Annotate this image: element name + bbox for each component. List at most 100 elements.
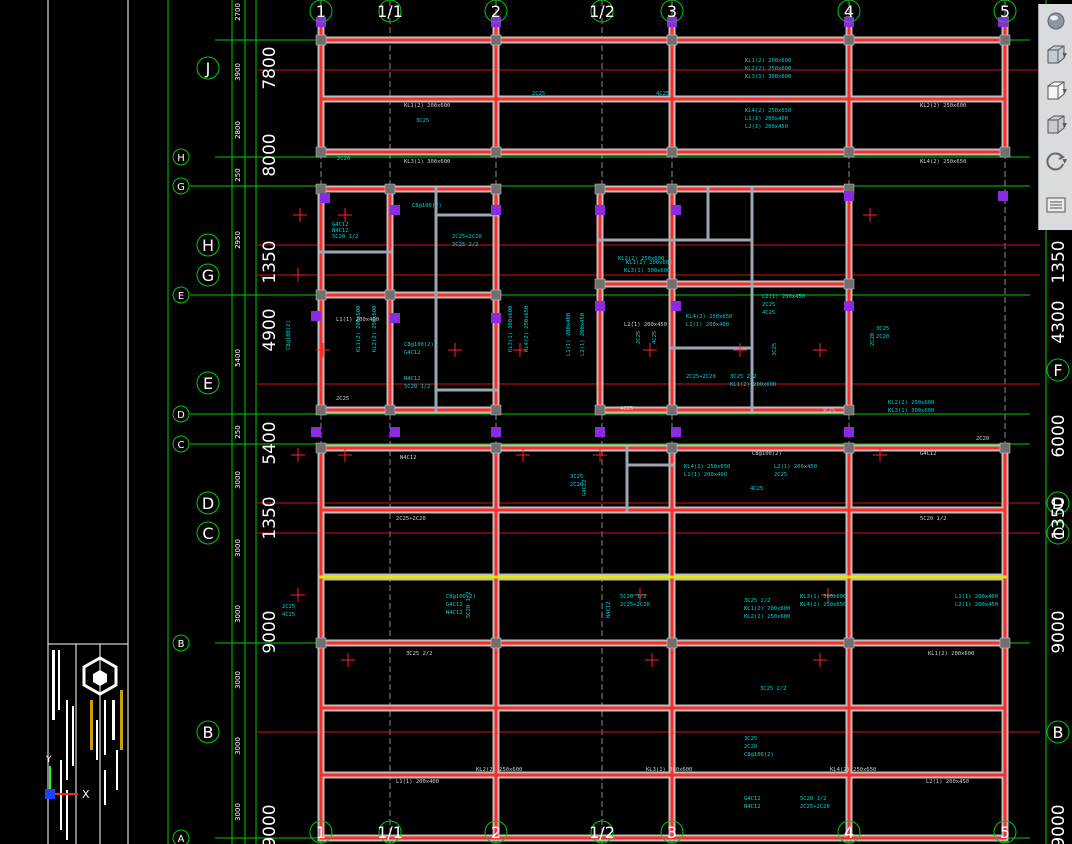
title-block-gold-text bbox=[90, 690, 123, 750]
annotation-text-vertical: 2C20 bbox=[870, 333, 876, 346]
annotation-text: C8@100(2) bbox=[446, 594, 476, 600]
crosshair-mark bbox=[593, 448, 607, 462]
annotation-text: 2C25 bbox=[762, 302, 775, 308]
column-marker bbox=[595, 301, 605, 311]
annotation-text: KL1(2) 200x600 bbox=[745, 58, 791, 64]
column bbox=[315, 404, 327, 416]
crosshair-mark bbox=[813, 343, 827, 357]
annotation-text: 4C25 bbox=[762, 310, 775, 316]
annotation-text: L1(1) 200x400 bbox=[745, 116, 788, 122]
ucs-icon: X Y bbox=[45, 755, 90, 801]
annotation-text-vertical: KL3(1) 300x600 bbox=[508, 306, 514, 352]
ucs-y-label: Y bbox=[45, 755, 52, 765]
col-bubble-bottom-3: 1/2 bbox=[589, 820, 615, 844]
col-bubble-top-label: 1 bbox=[316, 2, 326, 21]
orbit-button[interactable]: ▼ bbox=[1042, 148, 1069, 174]
annotation-text: N4C12 bbox=[404, 376, 421, 382]
annotation-text: 4C25 bbox=[750, 486, 763, 492]
crosshair-mark bbox=[513, 343, 527, 357]
column-marker bbox=[671, 301, 681, 311]
annotation-text: 3C25 2/2 bbox=[760, 686, 787, 692]
dim-small: 3000 bbox=[234, 539, 242, 557]
column bbox=[384, 404, 396, 416]
column bbox=[594, 404, 606, 416]
annotation-text: 2C25 bbox=[282, 604, 295, 610]
annotation-text: 5C20 1/2 bbox=[332, 234, 359, 240]
column bbox=[315, 442, 327, 454]
row-bubble-label: E bbox=[178, 291, 184, 302]
beam-label: 2C20 bbox=[976, 436, 989, 442]
axis-grid-lines bbox=[167, 0, 1047, 844]
beam-label: L2(1) 200x450 bbox=[624, 322, 667, 328]
column bbox=[490, 442, 502, 454]
column bbox=[666, 637, 678, 649]
crosshair-mark bbox=[291, 268, 305, 282]
beam-label: C8@100(2) bbox=[752, 451, 782, 457]
row-bubble-label: H bbox=[177, 153, 185, 164]
col-bubble-top-label: 2 bbox=[491, 2, 501, 21]
steeringwheel-button[interactable] bbox=[1042, 8, 1069, 34]
col-bubble-top-label: 4 bbox=[844, 2, 854, 21]
col-bubble-bottom-label: 1 bbox=[316, 823, 326, 842]
beam-label: 2C25+2C20 bbox=[396, 516, 426, 522]
crosshair-mark bbox=[873, 448, 887, 462]
view-3d-button[interactable]: ▼ bbox=[1042, 42, 1069, 68]
col-bubble-bottom-label: 4 bbox=[844, 823, 854, 842]
col-bubble-bottom-0: 1 bbox=[309, 820, 333, 844]
view-box2-button[interactable]: ▼ bbox=[1042, 112, 1069, 138]
col-bubble-bottom-4: 3 bbox=[660, 820, 684, 844]
view-list-button[interactable] bbox=[1042, 192, 1069, 218]
row-bubble-left-12: B bbox=[196, 720, 220, 744]
annotation-text: 4C25 bbox=[656, 91, 669, 97]
annotation-text-vertical: 4C25 bbox=[652, 331, 658, 344]
annotation-text: C8@100(2) bbox=[412, 203, 442, 209]
annotation-text: KL4(2) 250x650 bbox=[686, 314, 732, 320]
annotation-text: KL3(1) 300x600 bbox=[624, 268, 670, 274]
cube-front-icon bbox=[1047, 81, 1064, 100]
view-box-dropdown-icon: ▼ bbox=[1062, 87, 1067, 95]
annotation-text: KL3(1) 300x600 bbox=[745, 74, 791, 80]
column-marker bbox=[311, 427, 321, 437]
dim-small: 3000 bbox=[234, 471, 242, 489]
row-bubble-label: H bbox=[202, 236, 214, 255]
row-bubble-right-1: D bbox=[1046, 491, 1070, 515]
beam-label: 5C20 1/2 bbox=[920, 516, 947, 522]
dim-small: 2800 bbox=[234, 121, 242, 139]
annotation-text-vertical: L2(1) 200x450 bbox=[580, 313, 586, 356]
annotation-text: L2(1) 200x450 bbox=[774, 464, 817, 470]
dim-left: 9000 bbox=[260, 804, 280, 844]
crosshair-mark bbox=[516, 448, 530, 462]
annotation-text: 2C20 bbox=[570, 482, 583, 488]
sheet-list-icon bbox=[1046, 197, 1065, 213]
row-bubble-label: B bbox=[1053, 723, 1064, 742]
annotation-text: L2(1) 200x450 bbox=[955, 602, 998, 608]
annotation-text: KL4(2) 250x650 bbox=[684, 464, 730, 470]
col-bubble-top-1: 1/1 bbox=[377, 0, 403, 23]
annotation-text: L2(1) 200x450 bbox=[762, 294, 805, 300]
column-marker bbox=[844, 427, 854, 437]
annotation-text: C8@100(2) bbox=[744, 752, 774, 758]
column bbox=[843, 146, 855, 158]
annotation-text-vertical: G4C12 bbox=[582, 479, 588, 496]
annotation-text: L1(1) 200x400 bbox=[684, 472, 727, 478]
annotation-text: G4C12 bbox=[404, 350, 421, 356]
row-bubble-label: J bbox=[205, 59, 211, 78]
column-axis-lines bbox=[320, 0, 1006, 844]
row-bubble-right-3: B bbox=[1046, 720, 1070, 744]
column bbox=[843, 34, 855, 46]
annotation-text: KL1(2) 200x600 bbox=[730, 382, 776, 388]
view-box-button[interactable]: ▼ bbox=[1042, 78, 1069, 104]
dim-left: 8000 bbox=[260, 133, 280, 176]
col-bubble-top-2: 2 bbox=[484, 0, 508, 23]
crosshair-mark bbox=[291, 588, 305, 602]
row-bubble-left-8: C bbox=[172, 435, 190, 453]
cube-3d-icon bbox=[1047, 45, 1064, 64]
col-bubble-bottom-2: 2 bbox=[484, 820, 508, 844]
beam-label: 3C25 2/2 bbox=[406, 651, 433, 657]
beam-label: KL1(2) 200x600 bbox=[928, 651, 974, 657]
